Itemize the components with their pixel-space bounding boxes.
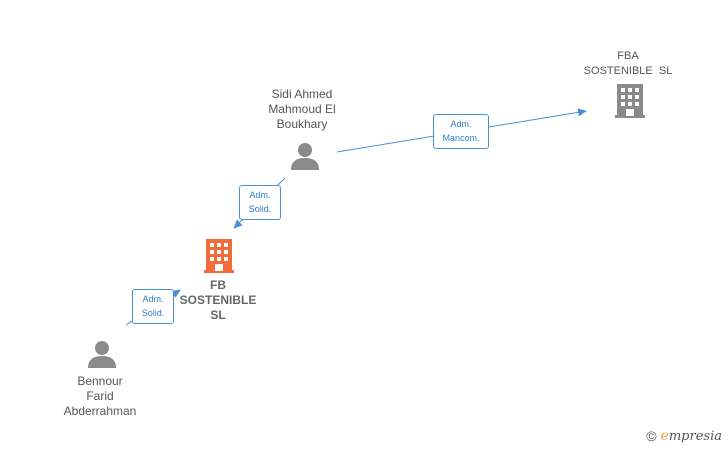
empresia-logo: © empresia xyxy=(646,428,722,444)
node-label-bennour[interactable]: Bennour Farid Abderrahman xyxy=(50,374,150,419)
edge-label-line: Adm. xyxy=(142,294,164,304)
node-label-line: Boukhary xyxy=(276,117,328,131)
node-label-line: FBA xyxy=(617,50,639,62)
node-label-fba[interactable]: FBA SOSTENIBLE SL xyxy=(578,49,678,79)
node-label-line: Mahmoud El xyxy=(268,102,336,116)
person-icon xyxy=(291,143,319,170)
brand-initial: e xyxy=(660,428,669,444)
node-label-sidi[interactable]: Sidi Ahmed Mahmoud El Boukhary xyxy=(252,87,352,132)
edge-label-line: Solid. xyxy=(248,204,272,214)
node-label-line: Bennour xyxy=(77,374,123,388)
brand-name: mpresia xyxy=(668,429,722,444)
building-icon-main xyxy=(204,239,234,273)
edge-label-line: Adm. xyxy=(450,119,472,129)
edge-label-sidi-to-fb: Adm. Solid. xyxy=(239,185,281,220)
edge-label-line: Mancom. xyxy=(442,133,480,143)
person-icon xyxy=(88,341,116,368)
copyright-symbol: © xyxy=(646,428,657,444)
edge-label-sidi-to-fba: Adm. Mancom. xyxy=(433,114,489,149)
node-label-line: Sidi Ahmed xyxy=(271,87,333,101)
node-label-line: SOSTENIBLE SL xyxy=(583,65,673,77)
building-icon xyxy=(615,84,645,118)
node-label-line: FB xyxy=(210,278,226,292)
node-label-fb[interactable]: FB SOSTENIBLE SL xyxy=(168,278,268,323)
node-label-line: Farid xyxy=(86,389,114,403)
edge-label-line: Solid. xyxy=(141,308,165,318)
edge-label-line: Adm. xyxy=(249,190,271,200)
node-label-line: SOSTENIBLE xyxy=(179,293,257,307)
edge-label-bennour-to-fb: Adm. Solid. xyxy=(132,289,174,324)
node-label-line: SL xyxy=(210,308,226,322)
node-label-line: Abderrahman xyxy=(63,404,137,418)
